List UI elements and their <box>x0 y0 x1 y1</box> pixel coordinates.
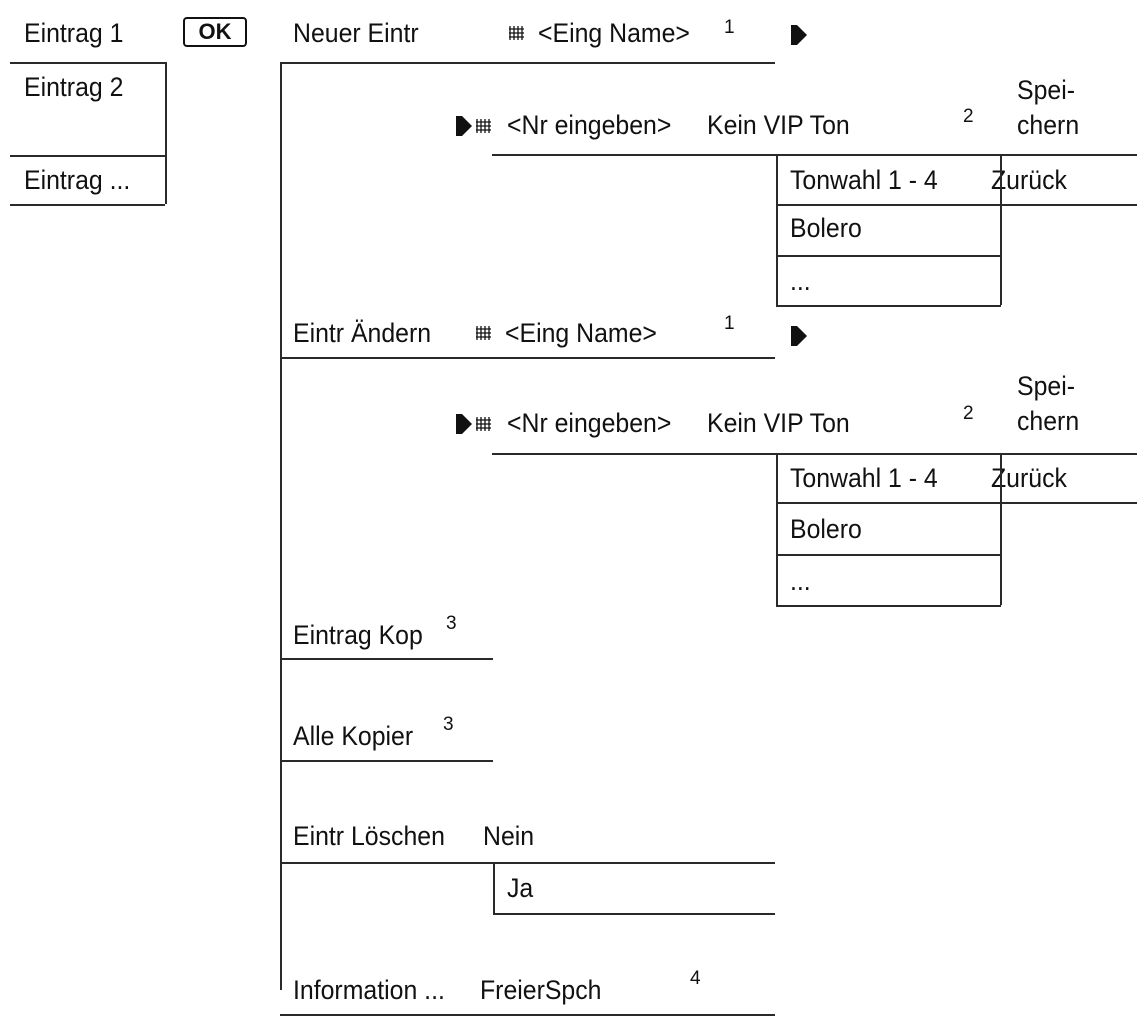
footnote-3: 3 <box>446 613 457 634</box>
tone-divider <box>776 554 1001 556</box>
save-label-line2: chern <box>1017 406 1080 436</box>
footnote-2: 2 <box>963 403 974 424</box>
new-entry-label: Neuer Eintr <box>293 18 419 48</box>
keypad-icon <box>476 417 491 431</box>
edit-entry-divider <box>280 357 775 359</box>
entry-divider-3 <box>10 204 165 206</box>
number-input-field: <Nr eingeben> <box>507 408 672 438</box>
footnote-3: 3 <box>443 714 454 735</box>
arrow-right-icon <box>456 116 472 136</box>
arrow-right-icon <box>791 25 807 45</box>
keypad-icon <box>476 119 491 133</box>
information-label: Information ... <box>293 975 445 1005</box>
arrow-right-icon <box>456 414 472 434</box>
entry-2-label: Eintrag 2 <box>24 72 124 102</box>
tone-divider <box>776 305 1001 307</box>
ok-key: OK <box>183 17 247 47</box>
delete-entry-label: Eintr Löschen <box>293 821 445 851</box>
name-input-field: <Eing Name> <box>505 318 657 348</box>
save-label-line1: Spei- <box>1017 371 1075 401</box>
keypad-icon <box>509 26 524 40</box>
tone-select-option: Tonwahl 1 - 4 <box>790 463 938 493</box>
copy-all-divider <box>280 760 493 762</box>
vip-tone-option: Kein VIP Ton <box>707 408 850 438</box>
number-row-divider <box>492 154 1137 156</box>
save-label-line1: Spei- <box>1017 75 1075 105</box>
delete-no-option: Nein <box>483 821 535 851</box>
tone-list-right-line <box>1000 453 1002 605</box>
tone-divider <box>776 605 1001 607</box>
tone-divider <box>776 502 1137 504</box>
footnote-4: 4 <box>690 968 701 989</box>
back-option: Zurück <box>991 463 1067 493</box>
edit-entry-label: Eintr Ändern <box>293 318 432 348</box>
entry-divider-2 <box>10 155 165 157</box>
footnote-2: 2 <box>963 106 974 127</box>
options-column-line <box>280 62 282 990</box>
number-input-field: <Nr eingeben> <box>507 110 672 140</box>
entry-more-label: Eintrag ... <box>24 165 131 195</box>
vip-tone-option: Kein VIP Ton <box>707 110 850 140</box>
keypad-icon <box>476 326 491 340</box>
copy-all-label: Alle Kopier <box>293 721 414 751</box>
copy-entry-divider <box>280 658 493 660</box>
name-input-field: <Eing Name> <box>538 18 690 48</box>
delete-yes-divider <box>493 913 775 915</box>
bolero-option: Bolero <box>790 514 862 544</box>
arrow-right-icon <box>791 326 807 346</box>
tone-list-right-line <box>1000 154 1002 305</box>
footnote-1: 1 <box>724 313 735 334</box>
entry-column-line <box>165 62 167 204</box>
save-label-line2: chern <box>1017 110 1080 140</box>
number-row-divider <box>492 453 1137 455</box>
tone-select-option: Tonwahl 1 - 4 <box>790 165 938 195</box>
delete-divider <box>280 862 775 864</box>
bolero-option: Bolero <box>790 213 862 243</box>
tone-list-left-line <box>776 453 778 605</box>
back-option: Zurück <box>991 165 1067 195</box>
more-tones-option: ... <box>790 266 811 296</box>
tone-divider <box>776 204 1137 206</box>
copy-entry-label: Eintrag Kop <box>293 620 423 650</box>
delete-yes-line <box>493 862 495 913</box>
more-tones-option: ... <box>790 566 811 596</box>
free-memory-label: FreierSpch <box>480 975 602 1005</box>
entry-1-label: Eintrag 1 <box>24 18 124 48</box>
new-entry-divider <box>280 62 775 64</box>
tone-divider <box>776 255 1001 257</box>
tone-list-left-line <box>776 154 778 305</box>
entry-divider-1 <box>10 62 165 64</box>
delete-yes-option: Ja <box>507 873 534 903</box>
footnote-1: 1 <box>724 17 735 38</box>
information-divider <box>280 1014 775 1016</box>
